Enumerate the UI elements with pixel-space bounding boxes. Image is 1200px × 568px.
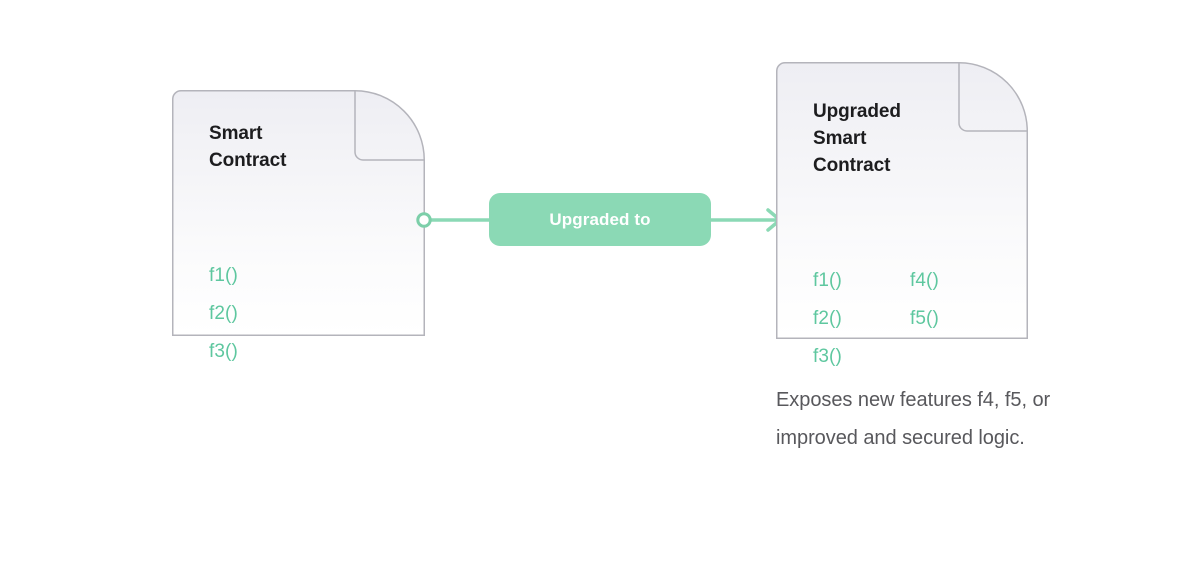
card-content-right: Upgraded Smart Contract f1() f2() f3() f… [776, 62, 1028, 367]
upgraded-to-label: Upgraded to [489, 193, 711, 246]
function-item: f3() [813, 346, 842, 367]
function-item: f5() [910, 308, 939, 329]
card-shape-right [776, 62, 1028, 339]
smart-contract-card: Smart Contract f1() f2() f3() [172, 90, 425, 362]
function-item: f1() [209, 265, 238, 286]
function-item: f2() [209, 303, 238, 324]
card-title-left: Smart Contract [209, 123, 287, 171]
caption-text: Exposes new features f4, f5, or improved… [776, 389, 1051, 449]
card-content-left: Smart Contract f1() f2() f3() [172, 90, 425, 362]
function-item: f2() [813, 308, 842, 329]
function-list-right-primary: f1() f2() f3() [813, 262, 842, 376]
connector-start-circle [416, 212, 432, 228]
upgraded-smart-contract-card: Upgraded Smart Contract f1() f2() f3() f… [776, 62, 1028, 367]
function-list-right-new: f4() f5() [910, 262, 939, 338]
function-list-left: f1() f2() f3() [209, 257, 238, 371]
card-shape-left [172, 90, 425, 336]
function-item: f1() [813, 270, 842, 291]
function-item: f4() [910, 270, 939, 291]
card-title-right: Upgraded Smart Contract [813, 101, 901, 176]
function-item: f3() [209, 341, 238, 362]
upgraded-to-text: Upgraded to [549, 209, 651, 229]
